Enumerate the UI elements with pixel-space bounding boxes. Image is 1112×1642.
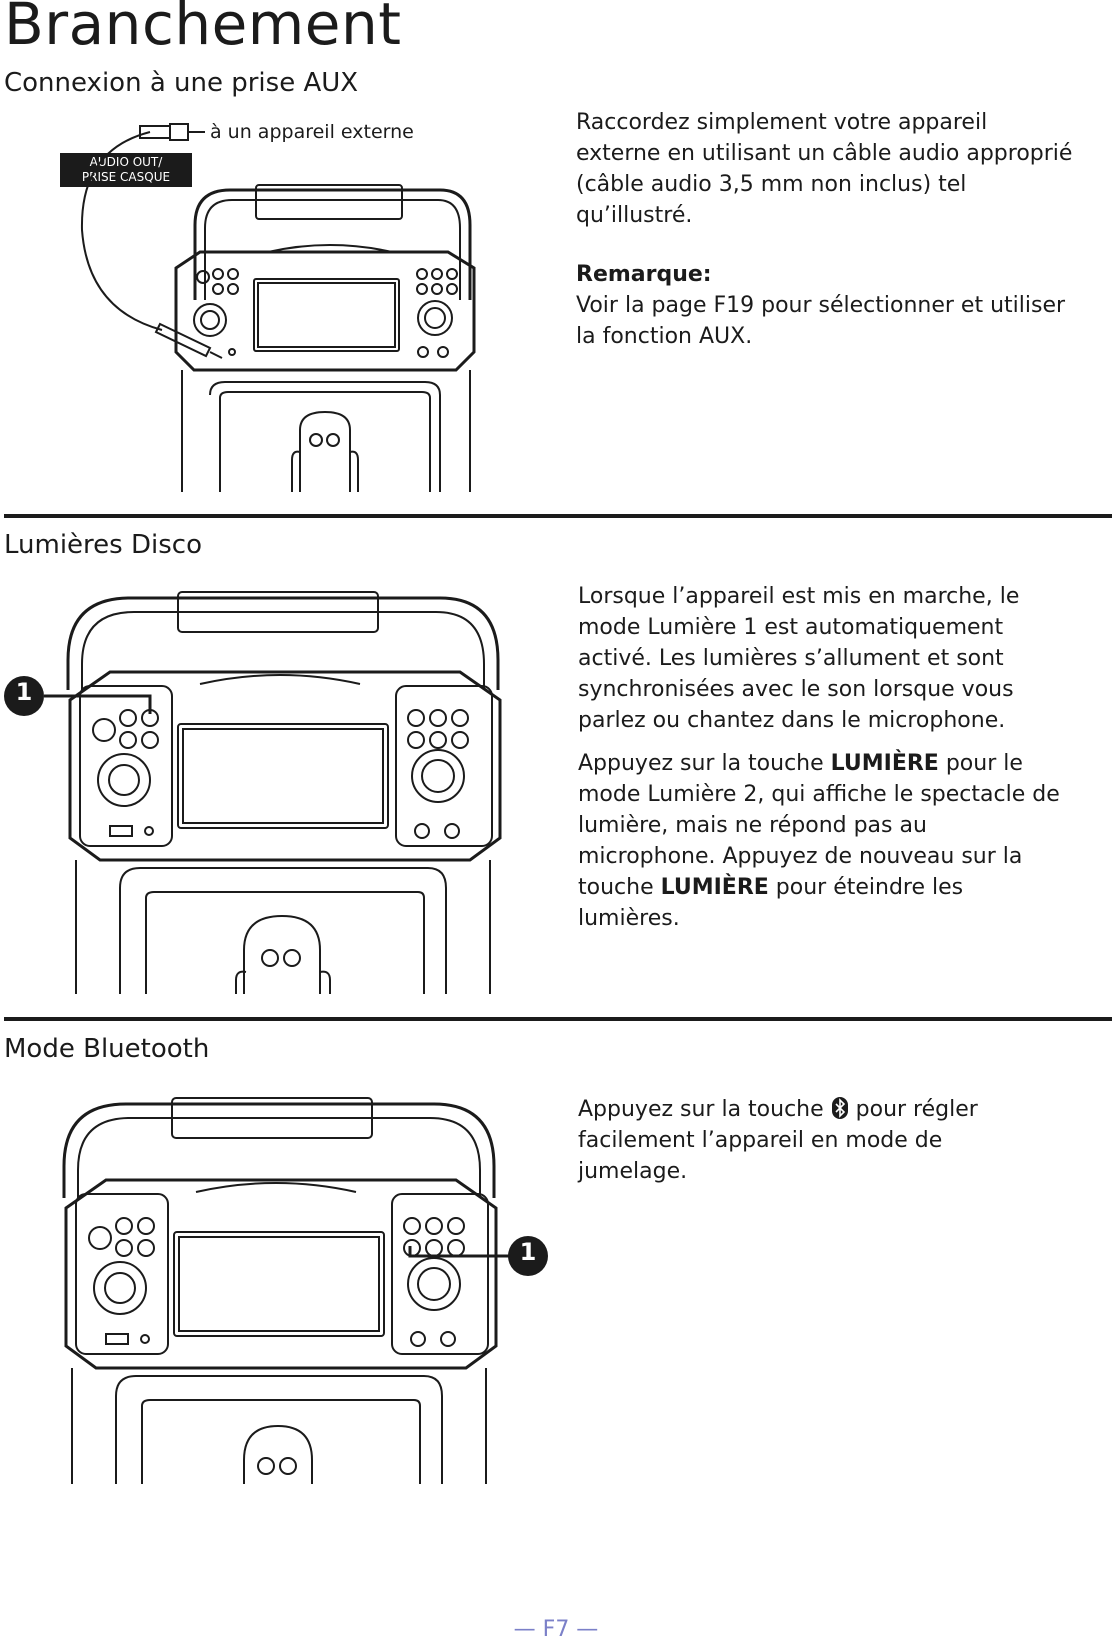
page-title: Branchement xyxy=(4,0,402,58)
karaoke-machine-illustration-aux xyxy=(174,184,476,492)
bluetooth-icon xyxy=(831,1097,848,1119)
disco-text: Lorsque l’appareil est mis en marche, le… xyxy=(578,581,1066,934)
aux-note-title: Remarque: xyxy=(576,262,712,287)
aux-note-body: Voir la page F19 pour sélectionner et ut… xyxy=(576,293,1066,349)
bluetooth-text: Appuyez sur la touche pour régler facile… xyxy=(578,1094,1058,1187)
page-footer: — F7 — xyxy=(513,1617,599,1642)
bluetooth-paragraph: Appuyez sur la touche pour régler facile… xyxy=(578,1094,1058,1187)
disco-p2-c: pour éteindre les lumières. xyxy=(578,875,964,931)
callout-number-bluetooth: 1 xyxy=(519,1238,537,1266)
callout-circle-bluetooth xyxy=(508,1236,548,1276)
bluetooth-heading: Mode Bluetooth xyxy=(4,1034,210,1064)
callout-number-disco: 1 xyxy=(15,678,33,706)
karaoke-machine-illustration-disco xyxy=(66,591,502,994)
disco-heading: Lumières Disco xyxy=(4,530,202,560)
disco-p2-a: Appuyez sur la touche xyxy=(578,751,831,776)
disco-p2-b: pour le mode Lumière 2, qui affiche le s… xyxy=(578,751,1060,900)
audio-out-label-line1: AUDIO OUT/ xyxy=(89,155,163,169)
audio-out-port-label: AUDIO OUT/ PRISE CASQUE xyxy=(60,153,192,187)
callout-circle-disco xyxy=(4,676,44,716)
aux-heading: Connexion à une prise AUX xyxy=(4,68,359,98)
disco-paragraph-1: Lorsque l’appareil est mis en marche, le… xyxy=(578,584,1020,733)
disco-paragraph-2: Appuyez sur la touche LUMIÈRE pour le mo… xyxy=(578,748,1066,934)
external-device-label: à un appareil externe xyxy=(210,121,414,143)
lumiere-key-1: LUMIÈRE xyxy=(830,751,939,776)
section-divider-2 xyxy=(4,1017,1112,1021)
aux-text: Raccordez simplement votre appareil exte… xyxy=(576,107,1076,352)
bluetooth-p-b: pour régler facilement l’appareil en mod… xyxy=(578,1097,978,1184)
lumiere-key-2: LUMIÈRE xyxy=(660,875,769,900)
aux-body: Raccordez simplement votre appareil exte… xyxy=(576,110,1073,228)
karaoke-machine-illustration-bluetooth xyxy=(62,1097,498,1484)
audio-out-label-line2: PRISE CASQUE xyxy=(81,170,171,184)
bluetooth-p-a: Appuyez sur la touche xyxy=(578,1097,831,1122)
section-divider-1 xyxy=(4,514,1112,518)
